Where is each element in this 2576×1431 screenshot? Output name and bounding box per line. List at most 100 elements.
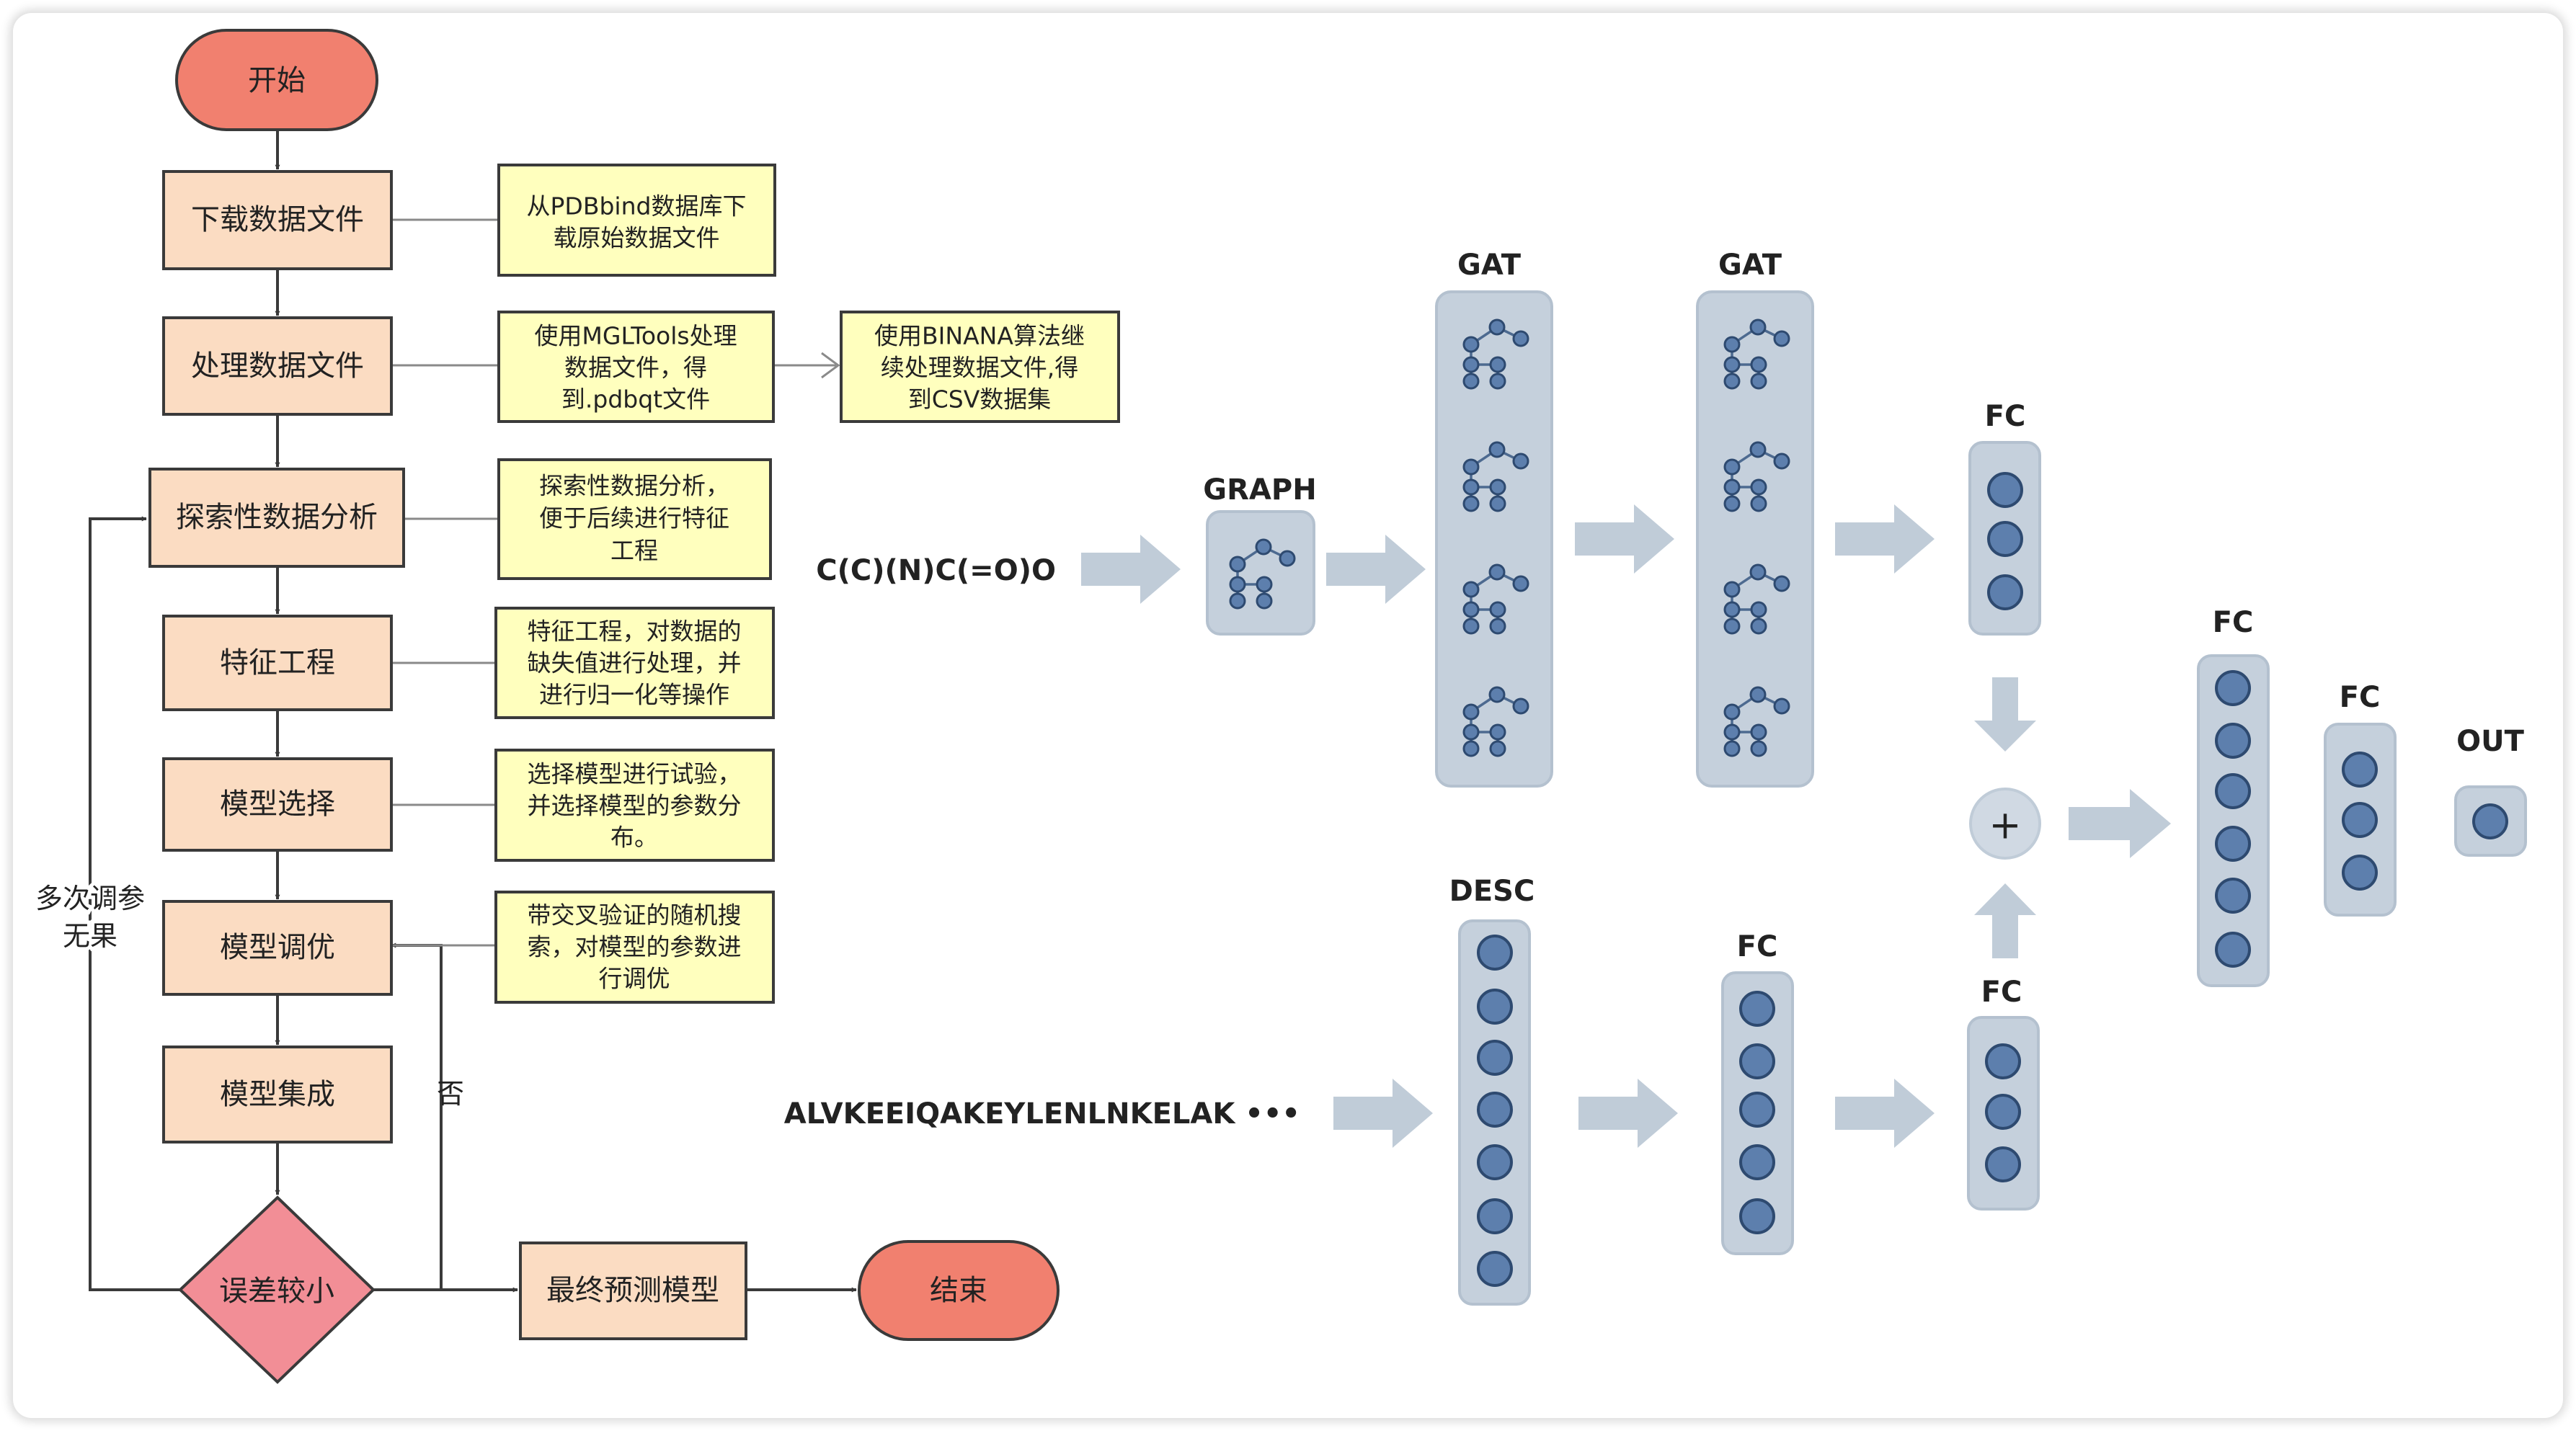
fc-final-node — [2342, 802, 2378, 838]
desc-node — [1477, 1092, 1513, 1128]
end-terminal — [858, 1240, 1060, 1341]
fc-merge-node — [2215, 878, 2251, 914]
fc-merge-node — [2215, 773, 2251, 809]
note-feature-line3: 进行归一化等操作 — [539, 681, 729, 709]
arrow-desc-to-fc — [1578, 1079, 1678, 1148]
arrow-plus-to-fc — [2069, 789, 2171, 858]
merge-plus-symbol: + — [1989, 803, 2021, 848]
arrow-graph-to-gat — [1326, 535, 1426, 604]
note-binana-line3: 到CSV数据集 — [908, 385, 1052, 414]
desc-label: DESC — [1449, 875, 1535, 908]
fc-final-node — [2342, 855, 2378, 891]
note-model-select-line3: 布。 — [610, 824, 658, 852]
desc-node — [1477, 989, 1513, 1025]
gat-layer-2 — [1696, 290, 1814, 788]
step-ensemble — [162, 1046, 393, 1144]
no-label: 否 — [437, 1078, 464, 1110]
decision-label: 误差较小 — [219, 1275, 334, 1308]
arrow-seq-to-desc — [1333, 1079, 1433, 1148]
note-model-select-line1: 选择模型进行试验， — [528, 760, 742, 788]
note-tuning-line1: 带交叉验证的随机搜 — [528, 901, 742, 930]
graph-layer — [1206, 510, 1315, 636]
note-process-line3: 到.pdbqt文件 — [561, 385, 710, 414]
merge-plus-node — [1969, 788, 2041, 860]
fc-top-label: FC — [1985, 400, 2026, 433]
gat2-label: GAT — [1718, 249, 1782, 282]
fc-top-node — [1987, 521, 2023, 557]
note-tuning-line2: 索，对模型的参数进 — [528, 933, 742, 961]
step-ensemble-label: 模型集成 — [220, 1078, 335, 1111]
fc-desc1-label: FC — [1737, 930, 1778, 963]
fc-merge-node — [2215, 826, 2251, 862]
fc-top-node — [1987, 574, 2023, 610]
note-binana — [840, 311, 1120, 423]
desc-node — [1477, 1040, 1513, 1076]
fc-desc1-node — [1739, 1198, 1775, 1234]
note-process-line1: 使用MGLTools处理 — [534, 322, 737, 350]
arrow-fc-to-fc — [1835, 1079, 1935, 1148]
note-binana-line2: 续处理数据文件,得 — [881, 354, 1079, 382]
step-eda-label: 探索性数据分析 — [176, 501, 378, 534]
gat-layer-1 — [1435, 290, 1553, 788]
desc-node — [1477, 1144, 1513, 1180]
diagram-card — [13, 13, 2563, 1418]
step-process — [162, 316, 393, 416]
note-feature-line2: 缺失值进行处理，并 — [528, 649, 742, 677]
graph-label: GRAPH — [1203, 473, 1316, 507]
note-process — [497, 311, 775, 423]
step-final-model-label: 最终预测模型 — [546, 1274, 719, 1307]
fc-merge-label: FC — [2213, 606, 2254, 639]
end-label: 结束 — [930, 1274, 987, 1307]
smiles-input: C(C)(N)C(=O)O — [816, 554, 1056, 587]
desc-node — [1477, 1198, 1513, 1234]
fc-top-node — [1987, 472, 2023, 508]
fc-merge-node — [2215, 670, 2251, 706]
step-download — [162, 170, 393, 270]
step-feature-label: 特征工程 — [220, 646, 335, 679]
arrow-smiles-to-graph — [1081, 535, 1181, 604]
start-label: 开始 — [248, 64, 306, 97]
note-process-line2: 数据文件，得 — [564, 354, 707, 382]
note-feature — [494, 607, 775, 719]
fc-merge-node — [2215, 723, 2251, 759]
step-model-select — [162, 757, 393, 852]
fc-desc1-node — [1739, 1092, 1775, 1128]
step-process-label: 处理数据文件 — [191, 349, 364, 383]
gat1-label: GAT — [1457, 249, 1522, 282]
step-feature — [162, 615, 393, 711]
step-model-select-label: 模型选择 — [220, 788, 335, 821]
note-eda-line2: 便于后续进行特征 — [539, 504, 729, 532]
step-tuning-label: 模型调优 — [220, 931, 335, 964]
fc-desc2-node — [1985, 1146, 2021, 1182]
note-eda-line3: 工程 — [610, 537, 658, 565]
arrow-fc-up-to-plus — [1974, 883, 2036, 958]
fc-merge-node — [2215, 932, 2251, 968]
step-eda — [148, 468, 405, 568]
fc-final-label: FC — [2340, 681, 2381, 714]
fc-desc2-node — [1985, 1094, 2021, 1130]
out-node — [2472, 803, 2508, 839]
step-tuning — [162, 900, 393, 996]
note-model-select — [494, 749, 775, 862]
note-binana-line1: 使用BINANA算法继 — [874, 322, 1085, 350]
step-download-label: 下载数据文件 — [191, 203, 364, 236]
out-label: OUT — [2456, 725, 2524, 758]
note-connectors — [391, 218, 840, 947]
note-eda-line1: 探索性数据分析， — [539, 472, 729, 500]
fc-desc2-node — [1985, 1043, 2021, 1079]
start-terminal — [175, 29, 378, 131]
note-download-line2: 载原始数据文件 — [554, 224, 720, 252]
arrow-gat-to-gat — [1575, 504, 1674, 574]
desc-node — [1477, 1251, 1513, 1287]
note-download-line1: 从PDBbind数据库下 — [527, 192, 747, 220]
fc-desc1-node — [1739, 1043, 1775, 1079]
loop-label-line1: 多次调参 — [35, 883, 145, 914]
loop-label-line2: 无果 — [63, 920, 117, 952]
fc-desc1-node — [1739, 991, 1775, 1027]
desc-node — [1477, 935, 1513, 971]
sequence-input: ALVKEEIQAKEYLENLNKELAK ••• — [784, 1097, 1300, 1131]
fc-desc1-node — [1739, 1144, 1775, 1180]
fc-desc2-label: FC — [1981, 976, 2022, 1009]
